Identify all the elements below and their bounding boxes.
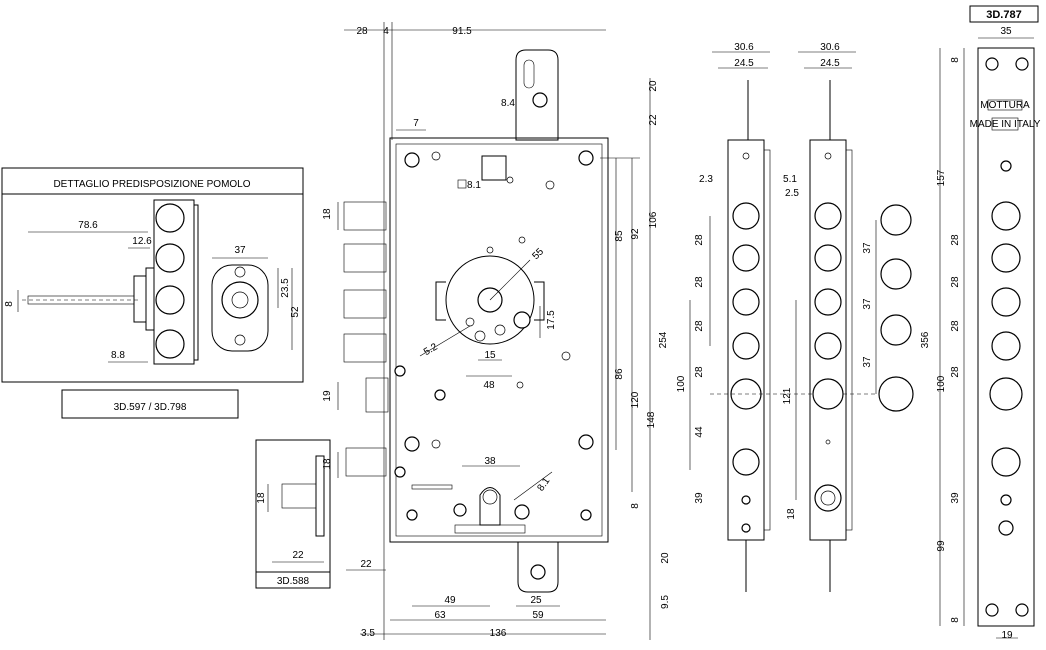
side-39: 39 bbox=[694, 492, 705, 504]
side-28-a: 28 bbox=[694, 234, 705, 246]
model-label-small: 3D.588 bbox=[277, 576, 310, 587]
dim-b-3-5: 3.5 bbox=[361, 628, 375, 639]
dim-phi-18-b: 18 bbox=[322, 458, 333, 470]
dim-b-63: 63 bbox=[434, 610, 446, 621]
dim-8: 8 bbox=[630, 503, 641, 509]
side-28-b: 28 bbox=[694, 276, 705, 288]
dim-phi-7: 7 bbox=[413, 118, 419, 129]
main-lock: 28 4 91.5 8.4 8.1 7 bbox=[322, 22, 671, 640]
dim-phi-8-1: 8.1 bbox=[535, 475, 552, 493]
dim-phi-55: 55 bbox=[530, 246, 546, 262]
face-brand: MOTTURA bbox=[980, 100, 1030, 111]
dim-phi-5-2: 5.2 bbox=[422, 341, 440, 358]
face-157: 157 bbox=[936, 169, 947, 186]
face-19: 19 bbox=[1001, 630, 1013, 641]
dim-20: 20 bbox=[648, 80, 659, 92]
face-made: MADE IN ITALY bbox=[970, 119, 1041, 130]
small-box: 18 22 3D.588 bbox=[255, 439, 331, 589]
dim-37: 37 bbox=[234, 245, 246, 256]
dim-r-9-5: 9.5 bbox=[660, 595, 671, 609]
face-28-c: 28 bbox=[950, 320, 961, 332]
dim-top-4: 4 bbox=[383, 26, 389, 37]
face-28-b: 28 bbox=[950, 276, 961, 288]
side-a-w306: 30.6 bbox=[734, 42, 754, 53]
dim-15: 15 bbox=[484, 350, 496, 361]
face-356: 356 bbox=[920, 331, 931, 348]
dim-12-6: 12.6 bbox=[132, 236, 152, 247]
dim-phi-19: 19 bbox=[322, 390, 333, 402]
dim-8-8: 8.8 bbox=[111, 350, 125, 361]
dim-phi-8-4: 8.4 bbox=[501, 98, 515, 109]
side-28-c: 28 bbox=[694, 320, 705, 332]
side-121: 121 bbox=[782, 387, 793, 404]
dim-phi-18-a: 18 bbox=[322, 208, 333, 220]
face-8-top: 8 bbox=[950, 57, 961, 63]
face-39: 39 bbox=[950, 492, 961, 504]
dim-254: 254 bbox=[658, 331, 669, 348]
detail-title: DETTAGLIO PREDISPOSIZIONE POMOLO bbox=[53, 179, 250, 190]
side-44: 44 bbox=[694, 426, 705, 438]
dim-120: 120 bbox=[630, 391, 641, 408]
side-18: 18 bbox=[786, 508, 797, 520]
face-99: 99 bbox=[936, 540, 947, 552]
side-37-c: 37 bbox=[862, 356, 873, 368]
dim-phi-52: 52 bbox=[290, 306, 301, 318]
dim-sq-8-1: 8.1 bbox=[467, 180, 481, 191]
dim-85: 85 bbox=[614, 230, 625, 242]
dim-23-5: 23.5 bbox=[280, 278, 291, 298]
dim-38: 38 bbox=[484, 456, 496, 467]
face-28-d: 28 bbox=[950, 366, 961, 378]
dim-b-49: 49 bbox=[444, 595, 456, 606]
side-d-2-3: 2.3 bbox=[699, 174, 713, 185]
dim-106: 106 bbox=[648, 211, 659, 228]
dim-b-59: 59 bbox=[532, 610, 544, 621]
dim-48: 48 bbox=[483, 380, 495, 391]
dim-phi-8: 8 bbox=[4, 301, 15, 307]
dim-top-28: 28 bbox=[356, 26, 368, 37]
dim-92: 92 bbox=[630, 228, 641, 240]
side-a-w245: 24.5 bbox=[734, 58, 754, 69]
small-phi-18: 18 bbox=[256, 492, 267, 504]
side-b-w245: 24.5 bbox=[820, 58, 840, 69]
side-view-a: 30.6 24.5 2.3 5.1 2.5 28 28 28 28 100 44… bbox=[676, 42, 876, 592]
side-d-5-1: 5.1 bbox=[783, 174, 797, 185]
dim-86: 86 bbox=[614, 368, 625, 380]
face-28-a: 28 bbox=[950, 234, 961, 246]
dim-b-22: 22 bbox=[360, 559, 372, 570]
side-28-d: 28 bbox=[694, 366, 705, 378]
small-dim-22: 22 bbox=[292, 550, 304, 561]
face-100: 100 bbox=[936, 375, 947, 392]
side-b-w306: 30.6 bbox=[820, 42, 840, 53]
side-view-b: 30.6 24.5 121 18 37 37 37 bbox=[782, 42, 914, 592]
model-label-side: 3D.787 bbox=[986, 9, 1021, 21]
dim-78-6: 78.6 bbox=[78, 220, 98, 231]
dim-top-91-5: 91.5 bbox=[452, 26, 472, 37]
dim-b-25: 25 bbox=[530, 595, 542, 606]
detail-box: DETTAGLIO PREDISPOSIZIONE POMOLO 78.6 12… bbox=[1, 167, 304, 383]
dim-148: 148 bbox=[646, 411, 657, 428]
face-w-35: 35 bbox=[1000, 26, 1012, 37]
dim-17-5: 17.5 bbox=[546, 310, 557, 330]
dim-b-136: 136 bbox=[490, 628, 507, 639]
side-d-2-5: 2.5 bbox=[785, 188, 799, 199]
side-100: 100 bbox=[676, 375, 687, 392]
model-label-main: 3D.597 / 3D.798 bbox=[114, 402, 187, 413]
face-8-bot: 8 bbox=[950, 617, 961, 623]
dim-22: 22 bbox=[648, 114, 659, 126]
faceplate: 3D.787 35 MOTTURA MADE IN ITALY 8 157 28… bbox=[920, 5, 1041, 641]
side-37-a: 37 bbox=[862, 242, 873, 254]
side-37-b: 37 bbox=[862, 298, 873, 310]
dim-r-20: 20 bbox=[660, 552, 671, 564]
